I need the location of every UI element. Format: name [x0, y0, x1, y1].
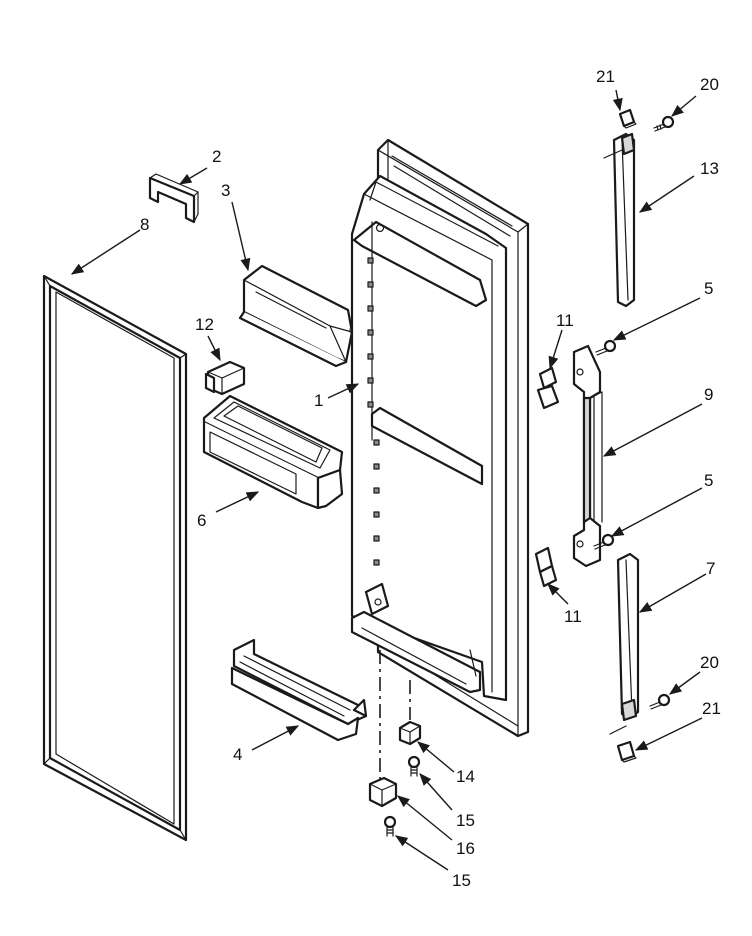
- bin-clip-part: [204, 360, 246, 396]
- trim-screw-bottom: [649, 693, 671, 710]
- callout-20-bottom: 20: [700, 653, 719, 672]
- callout-3: 3: [221, 181, 230, 200]
- door-shelf-part: [230, 638, 368, 742]
- callout-7: 7: [706, 559, 715, 578]
- callout-4: 4: [233, 745, 242, 764]
- callout-8: 8: [140, 215, 149, 234]
- trim-end-cap-top: [618, 108, 637, 129]
- handle-screw-upper: [595, 339, 617, 356]
- upper-trim-part: [603, 132, 636, 308]
- handle-clip-upper: [536, 366, 560, 410]
- callout-16: 16: [456, 839, 475, 858]
- callout-20-top: 20: [700, 75, 719, 94]
- callout-5-upper: 5: [704, 279, 713, 298]
- handle-screw-lower: [593, 533, 615, 550]
- callout-21-top: 21: [596, 67, 615, 86]
- trim-screw-top: [653, 115, 675, 132]
- door-handle-part: [572, 344, 603, 568]
- callout-1: 1: [314, 391, 323, 410]
- door-gasket-part: [42, 274, 188, 842]
- callout-6: 6: [197, 511, 206, 530]
- callout-13: 13: [700, 159, 719, 178]
- shelf-holes: [367, 257, 380, 566]
- hinge-screw-upper: [407, 755, 421, 777]
- hinge-bushing-part: [398, 720, 422, 746]
- callout-11-upper: 11: [556, 311, 574, 330]
- door-assembly-part: [350, 138, 530, 738]
- callout-5-lower: 5: [704, 471, 713, 490]
- leader-lines: [70, 89, 707, 871]
- dairy-door-part: [238, 264, 359, 368]
- door-bin-part: [202, 394, 344, 510]
- handle-clip-lower: [534, 546, 558, 588]
- lower-trim-part: [609, 552, 640, 735]
- bottom-hinge-part: [368, 776, 398, 808]
- callout-9: 9: [704, 385, 713, 404]
- callout-14: 14: [456, 767, 475, 786]
- hinge-screw-lower: [383, 815, 397, 837]
- shelf-bracket-part: [148, 173, 199, 224]
- callout-15-upper: 15: [456, 811, 475, 830]
- callout-11-lower: 11: [564, 607, 582, 626]
- callout-21-bottom: 21: [702, 699, 721, 718]
- trim-end-cap-bottom: [616, 740, 637, 763]
- callout-15-lower: 15: [452, 871, 471, 890]
- callout-numbers: 2 3 8 12 1 6 4 21 20 13 5 11 9 5 11 7 20…: [140, 67, 721, 890]
- callout-2: 2: [212, 147, 221, 166]
- callout-12: 12: [195, 315, 214, 334]
